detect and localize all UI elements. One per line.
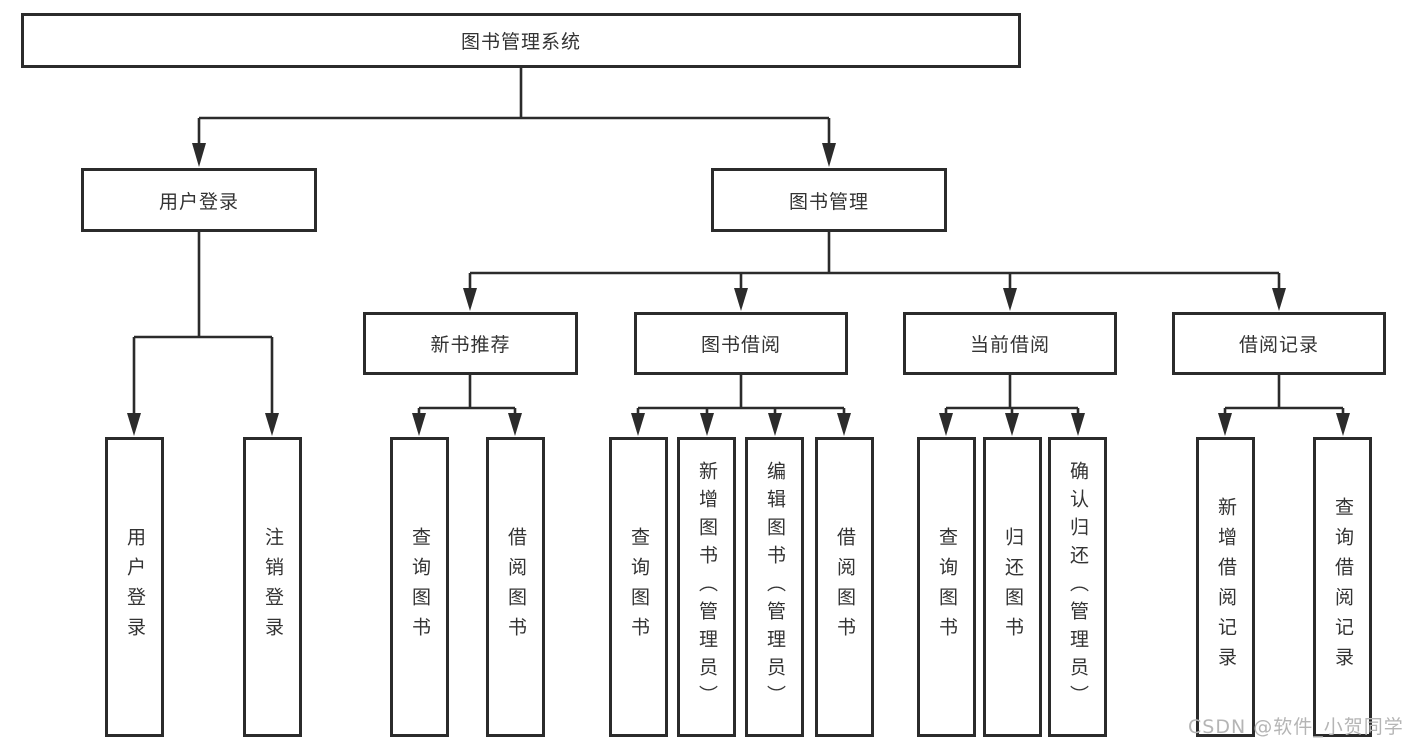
leaf-query-borrow-record: 查询借阅记录	[1313, 437, 1372, 737]
leaf-logout: 注销登录	[243, 437, 302, 737]
leaf-query-books-recommend: 查询图书	[390, 437, 449, 737]
node-label: 当前借阅	[969, 334, 1050, 356]
node-current-borrowing: 当前借阅	[903, 312, 1117, 375]
leaf-user-login: 用户登录	[105, 437, 164, 737]
leaf-confirm-return-admin: 确认归还（管理员）	[1048, 437, 1107, 737]
leaf-add-borrow-record: 新增借阅记录	[1196, 437, 1255, 737]
node-borrowing-records: 借阅记录	[1172, 312, 1386, 375]
node-user-login: 用户登录	[81, 168, 317, 232]
leaf-borrow-books-recommend: 借阅图书	[486, 437, 545, 737]
node-label: 用户登录	[158, 190, 239, 213]
node-label: 新书推荐	[430, 334, 511, 356]
node-new-book-recommendation: 新书推荐	[363, 312, 578, 375]
node-library-management-system: 图书管理系统	[21, 13, 1021, 68]
leaf-borrow-books: 借阅图书	[815, 437, 874, 737]
leaf-edit-book-admin: 编辑图书（管理员）	[745, 437, 804, 737]
node-label: 图书管理系统	[460, 31, 581, 53]
node-label: 图书借阅	[700, 334, 781, 356]
node-label: 借阅记录	[1238, 334, 1319, 356]
leaf-query-books-borrow: 查询图书	[609, 437, 668, 737]
node-label: 图书管理	[788, 190, 869, 213]
leaf-return-books: 归还图书	[983, 437, 1042, 737]
node-book-management: 图书管理	[711, 168, 947, 232]
watermark: CSDN @软件_小贺同学	[1188, 716, 1404, 738]
node-book-borrowing: 图书借阅	[634, 312, 848, 375]
leaf-query-books-current: 查询图书	[917, 437, 976, 737]
leaf-add-book-admin: 新增图书（管理员）	[677, 437, 736, 737]
